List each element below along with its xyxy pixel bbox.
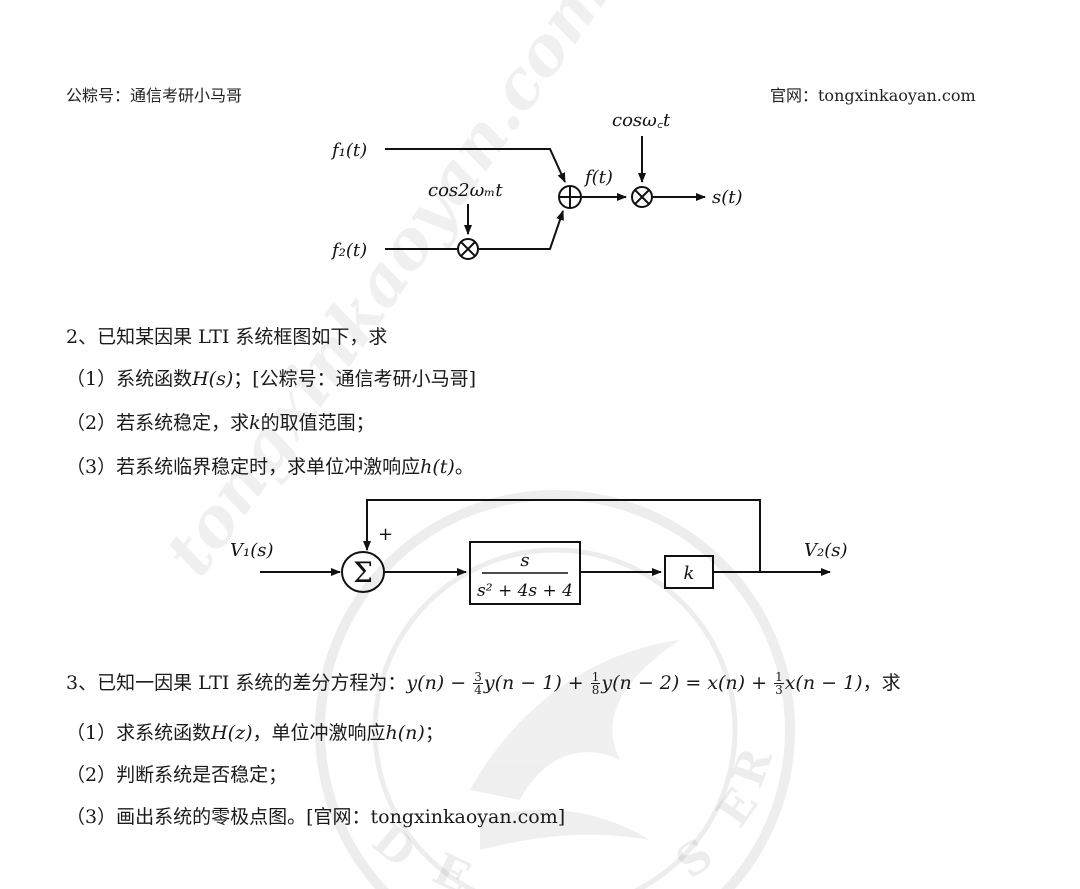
q2-item-2: （2）若系统稳定，求k的取值范围； <box>66 412 375 434</box>
modulation-block-diagram: f₁(t) f₂(t) cos2ωₘt cosω꜀t f(t) s(t) <box>330 110 743 261</box>
output-s-label: s(t) <box>712 187 743 208</box>
tf-denominator: s² + 4s + 4 <box>477 581 573 601</box>
output-v2-label: V₂(s) <box>804 540 848 561</box>
q3-item-1: （1）求系统函数H(z)，单位冲激响应h(n)； <box>66 722 444 744</box>
multiplier-node-2 <box>631 186 653 208</box>
feedback-block-diagram: Σ + V₁(s) V₂(s) s s² + 4s + 4 k <box>230 499 848 605</box>
q3-item-2: （2）判断系统是否稳定； <box>66 764 288 786</box>
svg-text:E: E <box>425 844 477 889</box>
gain-label: k <box>684 563 695 584</box>
carrier-c-label: cosω꜀t <box>612 110 671 131</box>
header-website: 官网：tongxinkaoyan.com <box>770 86 976 105</box>
header-wechat-account: 公粽号：通信考研小马哥 <box>66 86 243 105</box>
carrier-m-label: cos2ωₘt <box>428 180 503 201</box>
svg-text:S: S <box>667 829 722 889</box>
feedback-sign: + <box>378 524 393 545</box>
svg-text:E: E <box>707 780 768 837</box>
svg-text:R: R <box>722 742 783 794</box>
sum-output-label: f(t) <box>583 167 613 188</box>
tf-numerator: s <box>520 550 529 571</box>
q2-item-3: （3）若系统临界稳定时，求单位冲激响应h(t)。 <box>66 456 474 478</box>
sigma-symbol: Σ <box>353 556 373 589</box>
q2-title: 2、已知某因果 LTI 系统框图如下，求 <box>66 326 388 348</box>
feedback-path <box>363 499 761 572</box>
q3-item-3: （3）画出系统的零极点图。[官网：tongxinkaoyan.com] <box>66 806 566 828</box>
input-f1-label: f₁(t) <box>330 140 367 161</box>
q2-item-1: （1）系统函数H(s)；[公粽号：通信考研小马哥] <box>66 368 477 390</box>
multiplier-node-1 <box>457 238 479 260</box>
input-f2-label: f₂(t) <box>330 240 367 261</box>
input-v1-label: V₁(s) <box>230 540 274 561</box>
